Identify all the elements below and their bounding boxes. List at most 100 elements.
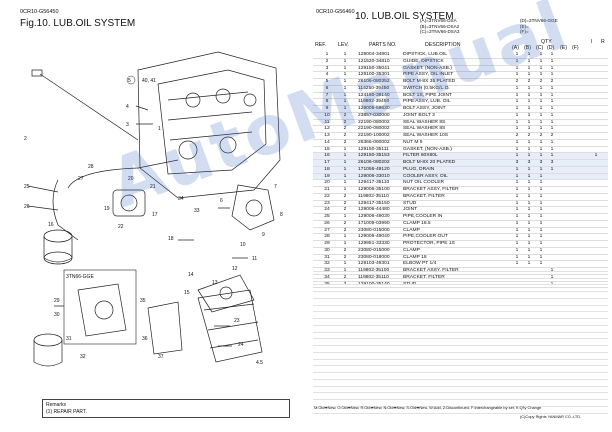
empty-row	[313, 292, 608, 299]
callout-16: 16	[48, 222, 54, 228]
cell-description: CLAMP	[403, 227, 420, 233]
empty-row	[313, 360, 608, 367]
cell-description: SEAL WASHER 10S	[403, 133, 449, 138]
cell-qty-d: 1	[550, 153, 554, 159]
empty-row	[313, 306, 608, 313]
cell-lev: 1	[343, 261, 347, 267]
callout-30: 30	[54, 312, 60, 318]
cell-ref: 13	[324, 133, 330, 138]
cell-qty-d: 1	[550, 92, 554, 98]
cell-lev: 1	[343, 234, 347, 240]
injection-pump-drawing	[197, 289, 263, 363]
cell-qty-d: 1	[550, 58, 554, 64]
cell-qty-a: 1	[515, 166, 519, 172]
cell-lev: 2	[343, 139, 347, 145]
cell-description: CLAMP 18.5	[403, 220, 431, 226]
cell-ref: 5	[325, 79, 329, 84]
cell-qty-c: 1	[539, 126, 543, 132]
empty-row	[313, 366, 608, 373]
cell-description: DIPSTICK, LUB.OIL	[403, 52, 448, 57]
cell-qty-b: 1	[527, 72, 531, 78]
cell-qty-b: 1	[527, 207, 531, 213]
cell-ref: 21	[324, 187, 330, 192]
cell-parts-no: 129004-34801	[358, 52, 390, 57]
cell-lev: 1	[343, 85, 347, 91]
header-col-c: (C)	[536, 45, 544, 51]
cell-qty-a: 1	[515, 52, 519, 57]
cell-qty-b: 1	[527, 126, 531, 132]
cell-lev: 1	[343, 180, 347, 186]
cell-lev: 1	[343, 92, 347, 98]
cell-qty-b: 1	[527, 112, 531, 118]
cell-ref: 10	[324, 112, 330, 118]
cell-qty-c: 1	[539, 139, 543, 145]
cell-qty-c: 1	[539, 72, 543, 78]
cell-parts-no: 129006-49030	[358, 214, 390, 219]
cell-parts-no: 119802-35110	[358, 274, 389, 280]
cell-qty-c: 1	[539, 52, 543, 57]
header-col-f: (F)	[572, 45, 579, 51]
callout-19: 19	[104, 206, 110, 212]
callout-37: 37	[158, 354, 164, 360]
cell-qty-b: 1	[527, 166, 531, 172]
cell-lev: 1	[343, 153, 347, 159]
cell-lev: 1	[343, 166, 347, 172]
cell-qty-b: 1	[527, 139, 531, 145]
cell-qty-a: 3	[515, 160, 519, 165]
cell-qty-a: 1	[515, 65, 519, 71]
cell-qty-b: 1	[527, 173, 531, 179]
cell-ref: 18	[324, 166, 330, 172]
cell-qty-b: 1	[527, 241, 531, 246]
cell-lev: 1	[343, 79, 347, 84]
cell-qty-d: 1	[550, 106, 554, 111]
cell-parts-no: 114250-39450	[358, 85, 390, 91]
cell-lev: 2	[343, 112, 347, 118]
cell-qty-b: 1	[527, 65, 531, 71]
oil-pump-drawing	[231, 184, 275, 231]
cell-parts-no: 119802-35110	[358, 193, 389, 199]
right-page-code: 0CR10-G56460	[316, 9, 355, 15]
cell-parts-no: 129006-44480	[358, 207, 390, 213]
cell-qty-a: 1	[515, 220, 519, 226]
cell-parts-no: 23857-030000	[358, 112, 390, 118]
legend-f: (F)=	[520, 29, 529, 35]
cell-qty-b: 1	[527, 227, 531, 233]
remarks-title: Remarks	[46, 402, 67, 408]
cell-qty-c: 1	[539, 261, 543, 267]
cell-qty-c: 1	[539, 214, 543, 219]
cell-parts-no: 129005-59630	[358, 106, 390, 111]
callout-25: 25	[24, 184, 30, 190]
cell-qty-b: 1	[527, 92, 531, 98]
header-qty: QTY	[541, 39, 552, 45]
cell-qty-b: 1	[527, 85, 531, 91]
footer-legend: M:Old➡New, O:Old➡New, R:Old➡New, N:Old➡N…	[314, 405, 542, 410]
header-parts-no: PARTS NO.	[369, 42, 397, 48]
cell-parts-no: 129417-35150	[358, 200, 390, 206]
cell-qty-c: 1	[539, 153, 543, 159]
cell-description: STUD	[403, 281, 417, 287]
cell-description: FILTER 60X80L	[403, 153, 438, 159]
cell-parts-no: 171056-49120	[358, 166, 390, 172]
cell-qty-c: 1	[539, 220, 543, 226]
remarks-line: (1) REPAIR PART.	[46, 409, 87, 415]
cell-qty-c: 2	[539, 79, 543, 84]
cell-qty-c: 1	[539, 173, 543, 179]
cell-description: PIPE,COOLER IN	[403, 214, 443, 219]
cell-qty-a: 1	[515, 227, 519, 233]
cell-qty-d: 1	[550, 85, 554, 91]
callout-36: 36	[142, 336, 148, 342]
callout-20: 20	[128, 176, 134, 182]
cell-lev: 1	[343, 65, 347, 71]
oil-cooler-drawing	[112, 189, 146, 217]
cell-qty-a: 2	[515, 79, 519, 84]
cell-ref: 12	[324, 126, 330, 132]
cell-parts-no: 129103-49301	[358, 261, 390, 267]
cell-qty-a: 1	[515, 261, 519, 267]
